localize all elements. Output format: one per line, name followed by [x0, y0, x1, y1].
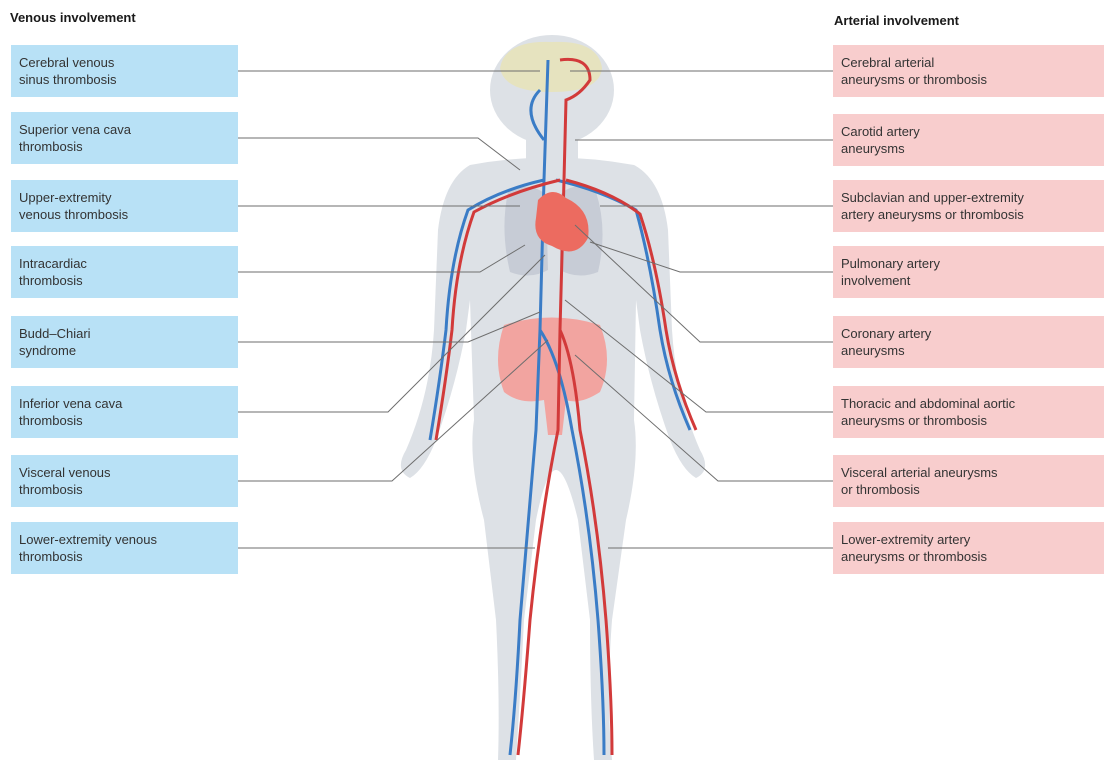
arterial-label-pulmonary: Pulmonary artery involvement [833, 246, 1104, 298]
arterial-label-lower-extremity: Lower-extremity artery aneurysms or thro… [833, 522, 1104, 574]
arterial-label-carotid: Carotid artery aneurysms [833, 114, 1104, 166]
venous-label-intracardiac: Intracardiac thrombosis [11, 246, 238, 298]
venous-label-ivc: Inferior vena cava thrombosis [11, 386, 238, 438]
arterial-label-cerebral: Cerebral arterial aneurysms or thrombosi… [833, 45, 1104, 97]
venous-label-upper-extremity: Upper-extremity venous thrombosis [11, 180, 238, 232]
arterial-label-subclavian: Subclavian and upper-extremity artery an… [833, 180, 1104, 232]
venous-label-cerebral-sinus: Cerebral venous sinus thrombosis [11, 45, 238, 97]
arterial-label-coronary: Coronary artery aneurysms [833, 316, 1104, 368]
arterial-heading: Arterial involvement [834, 13, 959, 28]
arterial-label-aortic: Thoracic and abdominal aortic aneurysms … [833, 386, 1104, 438]
arterial-label-visceral: Visceral arterial aneurysms or thrombosi… [833, 455, 1104, 507]
venous-label-budd-chiari: Budd–Chiari syndrome [11, 316, 238, 368]
venous-label-lower-extremity: Lower-extremity venous thrombosis [11, 522, 238, 574]
venous-label-svc: Superior vena cava thrombosis [11, 112, 238, 164]
venous-label-visceral: Visceral venous thrombosis [11, 455, 238, 507]
venous-heading: Venous involvement [10, 10, 136, 25]
